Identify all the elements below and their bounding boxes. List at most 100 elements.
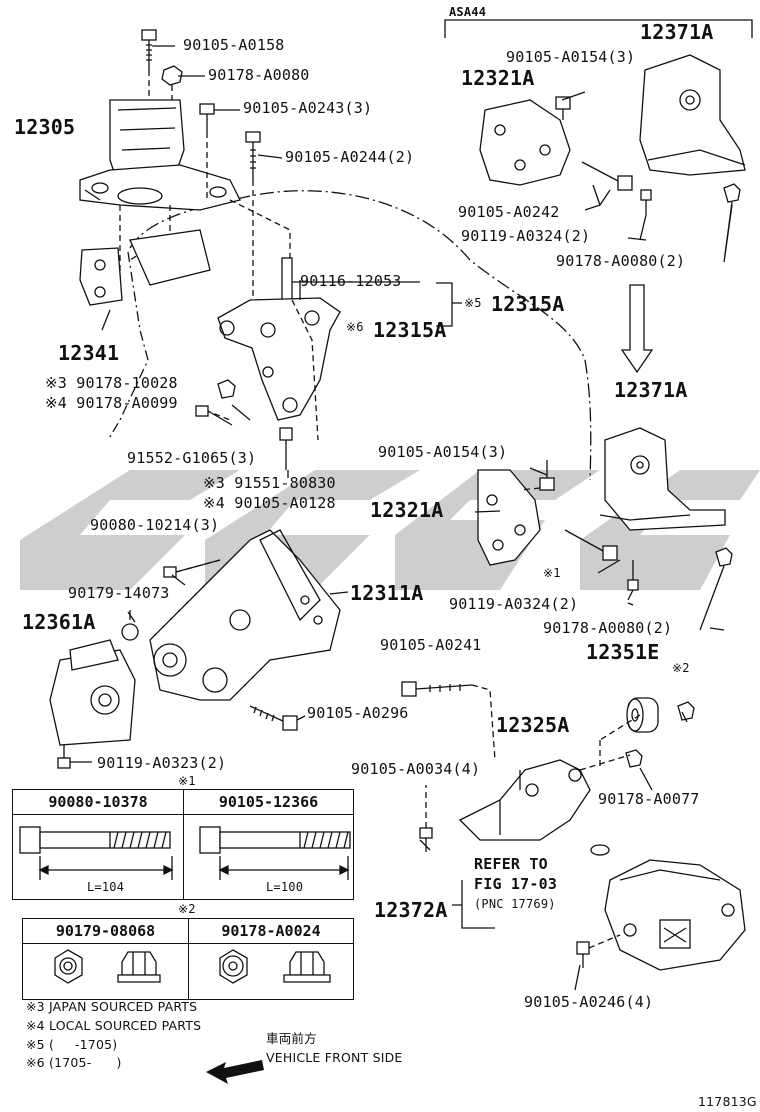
label-90080-10214: 90080-10214(3) — [90, 516, 220, 534]
nut-icon — [217, 379, 236, 399]
bolt-icon — [576, 941, 590, 968]
front-label-jp: 車両前方 — [266, 1031, 317, 1046]
part-12315A: 12315A — [373, 318, 447, 342]
label-90179-14073: 90179-14073 — [68, 584, 170, 602]
variant-frame — [444, 19, 753, 38]
variant-label: ASA44 — [449, 5, 487, 19]
nut-icon — [121, 623, 139, 641]
bolt-icon — [419, 827, 433, 852]
bracket-12315A-icon — [217, 257, 341, 421]
label-90178-A0077: 90178-A0077 — [598, 790, 700, 808]
part-12325A: 12325A — [496, 713, 570, 737]
part-12305: 12305 — [14, 115, 76, 139]
mark-2: ※2 — [672, 661, 690, 675]
table2-mark: ※2 — [178, 902, 196, 916]
note-5: ※5 ( -1705) — [26, 1037, 118, 1052]
table2-header-2: 90178-A0024 — [189, 919, 353, 944]
nut-icon — [219, 949, 248, 984]
label-90105-A0246: 90105-A0246(4) — [524, 993, 654, 1011]
label-90105-A0241: 90105-A0241 — [380, 636, 482, 654]
nut-icon — [54, 949, 83, 984]
mark-6: ※6 — [346, 320, 364, 334]
nut-icon — [117, 951, 161, 983]
note-japan-sourced: ※3 JAPAN SOURCED PARTS — [26, 999, 198, 1014]
bolt-icon — [57, 745, 71, 769]
part-12361A: 12361A — [22, 610, 96, 634]
label-90105-A0128: ※4 90105-A0128 — [203, 494, 336, 512]
table2-header-1: 90179-08068 — [23, 919, 189, 944]
part-12341: 12341 — [58, 341, 120, 365]
label-91551-80830: ※3 91551-80830 — [203, 474, 336, 492]
label-90105-A0158: 90105-A0158 — [183, 36, 285, 54]
label-90105-A0296: 90105-A0296 — [307, 704, 409, 722]
bracket-12325A-icon — [458, 759, 591, 841]
label-91552-G1065: 91552-G1065(3) — [127, 449, 257, 467]
bolt-icon — [401, 681, 473, 697]
mount-12372A-icon — [604, 859, 746, 971]
label-90119-A0323: 90119-A0323(2) — [97, 754, 227, 772]
part-12321A-mid: 12321A — [370, 498, 444, 522]
bushing-12351E-icon — [626, 697, 659, 733]
label-90105-A0243: 90105-A0243(3) — [243, 99, 373, 117]
arrow-front-icon — [206, 1060, 264, 1084]
bolt-icon — [249, 705, 298, 731]
bolt-icon — [279, 427, 293, 470]
bolt-icon — [195, 405, 233, 426]
label-90178-A0099: ※4 90178-A0099 — [45, 394, 178, 412]
bolt-icon — [581, 161, 633, 191]
refer-fig-link[interactable]: FIG 17-03 — [474, 875, 558, 893]
table1-mark: ※1 — [178, 774, 196, 788]
bracket-12341-icon — [79, 229, 211, 306]
part-12371A-mid: 12371A — [614, 378, 688, 402]
label-mid-90105-A0154: 90105-A0154(3) — [378, 443, 508, 461]
nut-spec-table: 90179-08068 90178-A0024 — [22, 918, 354, 1000]
nut-icon — [283, 951, 331, 983]
part-12315A-group: 12315A — [491, 292, 565, 316]
refer-to-label: REFER TO — [474, 855, 548, 873]
bolt-icon — [199, 103, 215, 132]
label-top-90119-A0324: 90119-A0324(2) — [461, 227, 591, 245]
bolt-icon — [564, 529, 618, 561]
label-90178-A0080: 90178-A0080 — [208, 66, 310, 84]
arrow-down-icon — [620, 284, 654, 374]
mount-12305-icon — [79, 99, 241, 211]
label-90178-10028: ※3 90178-10028 — [45, 374, 178, 392]
label-top-90105-A0154: 90105-A0154(3) — [506, 48, 636, 66]
label-90105-A0244: 90105-A0244(2) — [285, 148, 415, 166]
nut-icon — [161, 65, 183, 86]
mark-1: ※1 — [543, 566, 561, 580]
bolt-icon — [555, 96, 571, 120]
bolt-icon — [141, 29, 157, 70]
label-mid-90178-A0080: 90178-A0080(2) — [543, 619, 673, 637]
table1-bolt-drawings — [19, 826, 351, 880]
bolt-icon — [19, 826, 174, 880]
front-label-en: VEHICLE FRONT SIDE — [266, 1050, 403, 1065]
label-90105-A0034: 90105-A0034(4) — [351, 760, 481, 778]
diagram-id: 117813G — [698, 1094, 757, 1109]
table1-length-1: L=104 — [87, 880, 125, 894]
nut-icon — [677, 701, 695, 721]
table1-length-2: L=100 — [266, 880, 304, 894]
label-90116-12053: 90116-12053 — [300, 272, 402, 290]
part-12321A-top: 12321A — [461, 66, 535, 90]
refer-pnc-label: (PNC 17769) — [474, 897, 556, 911]
label-mid-90119-A0324: 90119-A0324(2) — [449, 595, 579, 613]
mark-5: ※5 — [464, 296, 482, 310]
table2-nut-drawings — [54, 949, 331, 984]
part-12351E: 12351E — [586, 640, 660, 664]
nut-icon — [715, 547, 733, 567]
table1-header-1: 90080-10378 — [13, 790, 184, 815]
mount-12361A-icon — [49, 639, 136, 746]
bolt-icon — [199, 826, 351, 880]
table1-header-2: 90105-12366 — [184, 790, 353, 815]
bolt-icon — [640, 189, 652, 215]
bracket-12321A-icon — [479, 99, 571, 186]
part-12371A-top: 12371A — [640, 20, 714, 44]
mount-12371A-icon — [599, 427, 726, 531]
part-12372A: 12372A — [374, 898, 448, 922]
nut-icon — [625, 749, 643, 768]
bracket-12311A-icon — [149, 529, 341, 701]
part-12311A: 12311A — [350, 581, 424, 605]
bracket-12321A-icon — [477, 469, 541, 566]
